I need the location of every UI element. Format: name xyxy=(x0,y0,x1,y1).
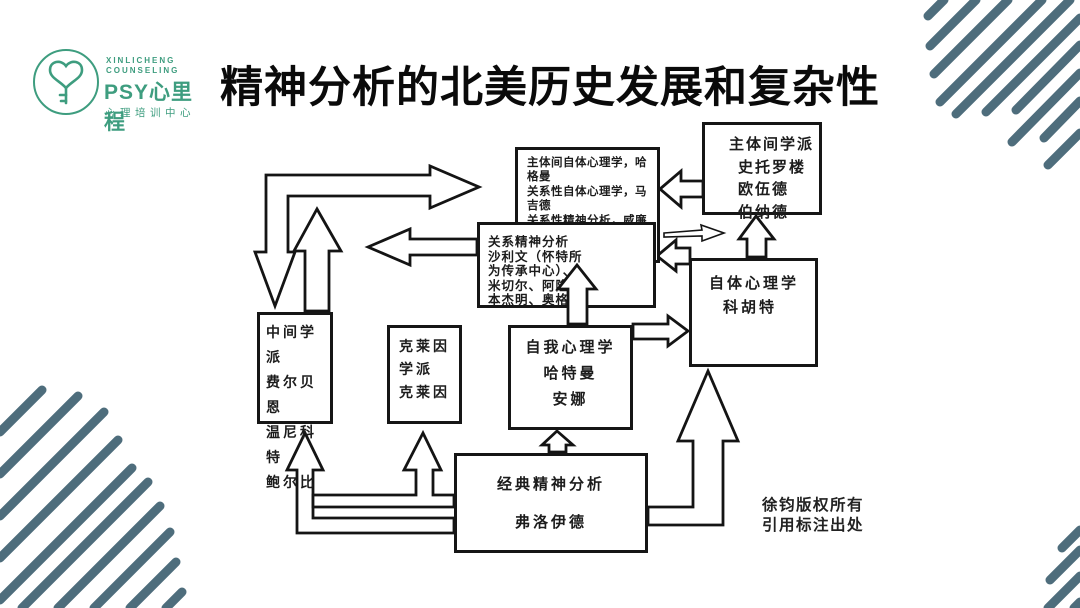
box-line: 弗洛伊德 xyxy=(514,515,587,531)
box-line: 费尔贝恩 xyxy=(266,376,317,416)
box-line: 自我心理学 xyxy=(525,340,616,356)
logo-brand-name: PSY心里程 xyxy=(104,81,194,134)
box-line: 克莱因 xyxy=(399,386,450,401)
box-classic-psychoanalysis: 经典精神分析 弗洛伊德 xyxy=(454,453,648,553)
box-line: 经典精神分析 xyxy=(496,477,605,493)
arrow-classic-to-ego xyxy=(538,429,577,454)
box-klein-school: 克莱因 学派 克莱因 xyxy=(387,325,462,424)
box-relational-psychoanalysis: 关系精神分析 沙利文（怀特所 为传承中心）、 米切尔、阿隆、 本杰明、奥格登 xyxy=(477,222,656,308)
box-line: 关系性自体心理学，马吉德 xyxy=(527,185,647,213)
box-line: 欧伍德 xyxy=(738,182,790,198)
arrow-classic-to-klein xyxy=(311,429,456,509)
box-line: 温尼科特 xyxy=(266,426,317,466)
corner-stripes-bottom-left xyxy=(0,385,187,608)
box-ego-psychology: 自我心理学 哈特曼 安娜 xyxy=(508,325,633,430)
box-line: 克莱因 xyxy=(399,340,450,355)
box-line: 关系精神分析 xyxy=(488,235,570,249)
box-line: 学派 xyxy=(399,363,433,378)
box-line: 科胡特 xyxy=(723,300,778,316)
box-line: 哈特曼 xyxy=(543,366,598,382)
box-line: 中间学派 xyxy=(266,326,317,366)
box-line: 伯纳德 xyxy=(738,204,790,221)
copyright-note: 徐钧版权所有 引用标注出处 xyxy=(762,496,864,536)
box-line: 史托罗楼 xyxy=(738,159,807,176)
arrow-self-to-intersubjective-school xyxy=(736,213,777,259)
logo-subtitle: 心理培训中心 xyxy=(105,107,195,119)
copyright-line: 徐钧版权所有 xyxy=(762,497,865,514)
box-middle-school: 中间学派 费尔贝恩 温尼科特 鲍尔比 xyxy=(257,312,333,491)
box-line: 本杰明、奥格登 xyxy=(488,293,583,308)
arrow-elbow-down-and-right xyxy=(252,163,483,311)
box-line: 鲍尔比 xyxy=(266,476,317,491)
box-intersubjective-school: 主体间学派 史托罗楼 欧伍德 伯纳德 xyxy=(702,122,822,221)
arrow-self-to-relational-left xyxy=(654,236,692,274)
page-title: 精神分析的北美历史发展和复杂性 xyxy=(220,64,880,112)
logo: XINLICHENG COUNSELING PSY心里程 心理培训中心 xyxy=(30,46,210,134)
arrow-ego-to-self xyxy=(631,313,691,349)
corner-stripes-top-right xyxy=(923,0,1080,170)
corner-stripes-bottom-right xyxy=(1043,525,1080,608)
box-line: 为传承中心）、 xyxy=(488,264,577,279)
box-line: 沙利文（怀特所 xyxy=(488,249,583,264)
logo-english-name: XINLICHENG COUNSELING xyxy=(106,56,180,75)
box-line: 主体间自体心理学，哈格曼 xyxy=(527,157,647,184)
box-line: 主体间学派 xyxy=(729,137,815,153)
arrow-classic-to-self xyxy=(646,367,741,527)
box-line: 安娜 xyxy=(552,392,589,408)
arrow-thin-right xyxy=(663,223,727,243)
copyright-line: 引用标注出处 xyxy=(762,517,865,534)
heart-key-icon xyxy=(33,49,99,115)
arrow-middle-school-up xyxy=(291,206,344,313)
box-self-psychology: 自体心理学 科胡特 xyxy=(689,258,818,367)
arrow-ego-to-relational-up xyxy=(555,262,599,326)
box-line: 自体心理学 xyxy=(709,276,800,292)
